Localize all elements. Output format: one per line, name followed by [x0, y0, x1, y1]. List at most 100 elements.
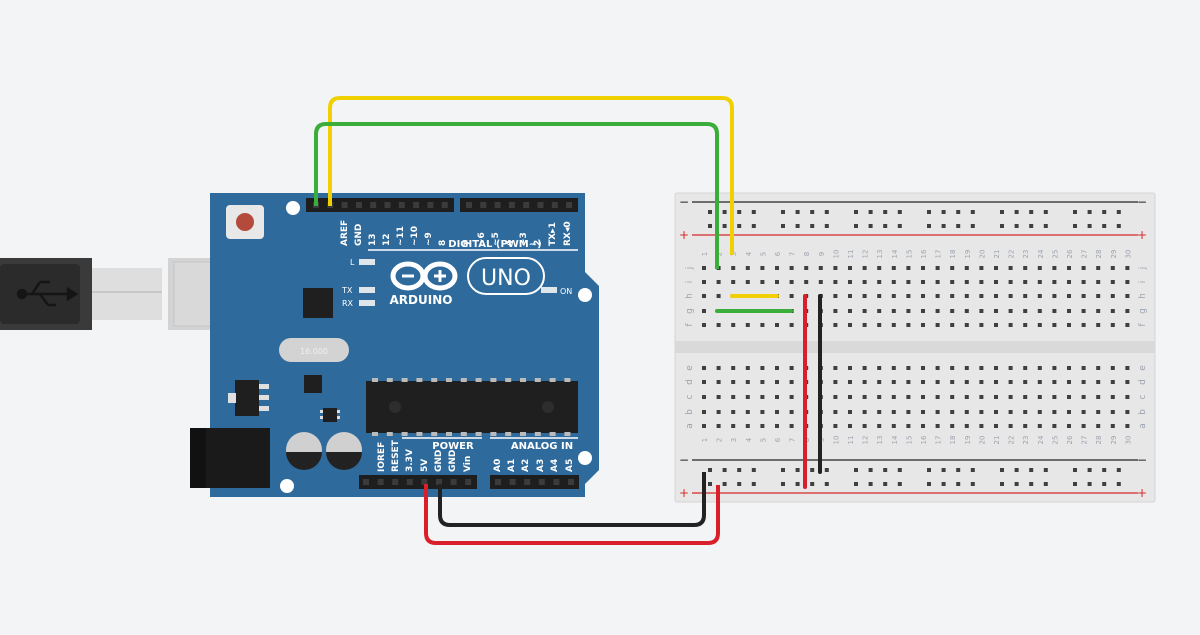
breadboard-hole[interactable]	[702, 294, 706, 298]
breadboard-hole[interactable]	[1023, 424, 1028, 428]
breadboard-hole[interactable]	[1096, 366, 1101, 370]
breadboard-hole[interactable]	[760, 366, 765, 370]
breadboard-hole[interactable]	[877, 410, 882, 414]
green-wire[interactable]	[314, 122, 719, 269]
header-pin-hole[interactable]	[480, 202, 487, 208]
breadboard-hole[interactable]	[1125, 380, 1130, 384]
breadboard-hole[interactable]	[716, 366, 721, 370]
breadboard-hole[interactable]	[1110, 380, 1115, 384]
breadboard-hole[interactable]	[702, 280, 706, 284]
breadboard-hole[interactable]	[964, 366, 969, 370]
breadboard-hole[interactable]	[906, 266, 911, 270]
breadboard-hole[interactable]	[877, 380, 882, 384]
header-pin-hole[interactable]	[450, 479, 457, 485]
breadboard-hole[interactable]	[862, 309, 867, 313]
breadboard-hole[interactable]	[1081, 380, 1086, 384]
breadboard-hole[interactable]	[1037, 410, 1042, 414]
breadboard-hole[interactable]	[804, 266, 809, 270]
breadboard-hole[interactable]	[1052, 323, 1057, 327]
breadboard-hole[interactable]	[1023, 266, 1028, 270]
header-pin-hole[interactable]	[494, 202, 501, 208]
breadboard-hole[interactable]	[731, 366, 736, 370]
breadboard-hole[interactable]	[848, 280, 852, 284]
breadboard-hole[interactable]	[1110, 424, 1115, 428]
breadboard-hole[interactable]	[745, 366, 750, 370]
breadboard-hole[interactable]	[1052, 266, 1057, 270]
breadboard-hole[interactable]	[950, 266, 955, 270]
rail-hole[interactable]	[883, 468, 888, 472]
rail-hole[interactable]	[1073, 210, 1077, 214]
rail-hole[interactable]	[824, 210, 829, 214]
breadboard-hole[interactable]	[1023, 366, 1028, 370]
breadboard-hole[interactable]	[891, 380, 896, 384]
rail-hole[interactable]	[956, 210, 961, 214]
rail-hole[interactable]	[897, 224, 902, 228]
rail-hole[interactable]	[956, 224, 961, 228]
rail-hole[interactable]	[854, 210, 858, 214]
breadboard-hole[interactable]	[906, 294, 911, 298]
breadboard-hole[interactable]	[1008, 380, 1013, 384]
breadboard-hole[interactable]	[702, 323, 706, 327]
header-pin-hole[interactable]	[566, 202, 573, 208]
breadboard-hole[interactable]	[1096, 410, 1101, 414]
breadboard-hole[interactable]	[1023, 280, 1028, 284]
breadboard-hole[interactable]	[760, 323, 765, 327]
breadboard-hole[interactable]	[1096, 266, 1101, 270]
rail-hole[interactable]	[883, 482, 888, 486]
rail-hole[interactable]	[1014, 482, 1019, 486]
header-pin-hole[interactable]	[384, 202, 391, 208]
breadboard-hole[interactable]	[950, 395, 955, 399]
breadboard-hole[interactable]	[818, 266, 823, 270]
breadboard-hole[interactable]	[1096, 395, 1101, 399]
header-pin-hole[interactable]	[427, 202, 434, 208]
breadboard-hole[interactable]	[964, 323, 969, 327]
header-pin-hole[interactable]	[413, 202, 420, 208]
breadboard-hole[interactable]	[1110, 366, 1115, 370]
rail-hole[interactable]	[781, 468, 785, 472]
rail-hole[interactable]	[1029, 224, 1034, 228]
rail-hole[interactable]	[956, 482, 961, 486]
breadboard-hole[interactable]	[891, 280, 896, 284]
breadboard-hole[interactable]	[1125, 294, 1130, 298]
header-pin-hole[interactable]	[370, 202, 377, 208]
breadboard-hole[interactable]	[877, 366, 882, 370]
header-pin-hole[interactable]	[508, 202, 515, 208]
breadboard-hole[interactable]	[1037, 424, 1042, 428]
rail-hole[interactable]	[868, 224, 873, 228]
rail-hole[interactable]	[824, 224, 829, 228]
breadboard-hole[interactable]	[1096, 294, 1101, 298]
breadboard-hole[interactable]	[994, 309, 998, 313]
breadboard-hole[interactable]	[731, 424, 736, 428]
breadboard-hole[interactable]	[833, 380, 838, 384]
breadboard-hole[interactable]	[1037, 309, 1042, 313]
breadboard-hole[interactable]	[702, 266, 706, 270]
breadboard-hole[interactable]	[833, 266, 838, 270]
breadboard-hole[interactable]	[1096, 280, 1101, 284]
breadboard-hole[interactable]	[848, 366, 852, 370]
breadboard-hole[interactable]	[775, 280, 779, 284]
header-pin-hole[interactable]	[341, 202, 348, 208]
breadboard-hole[interactable]	[862, 395, 867, 399]
breadboard-hole[interactable]	[848, 395, 852, 399]
rail-hole[interactable]	[1043, 210, 1048, 214]
breadboard-hole[interactable]	[1023, 309, 1028, 313]
breadboard-hole[interactable]	[848, 410, 852, 414]
breadboard-hole[interactable]	[833, 395, 838, 399]
rail-hole[interactable]	[1043, 482, 1048, 486]
header-pin-hole[interactable]	[495, 479, 501, 485]
breadboard-hole[interactable]	[906, 323, 911, 327]
breadboard-hole[interactable]	[921, 294, 925, 298]
breadboard-hole[interactable]	[1008, 410, 1013, 414]
breadboard-hole[interactable]	[1125, 309, 1130, 313]
header-pin-hole[interactable]	[509, 479, 516, 485]
breadboard[interactable]: − − + + − − + + 112233445566778899101011…	[674, 192, 1156, 503]
breadboard-hole[interactable]	[979, 266, 984, 270]
breadboard-hole[interactable]	[1125, 410, 1130, 414]
breadboard-hole[interactable]	[833, 294, 838, 298]
breadboard-hole[interactable]	[921, 280, 925, 284]
breadboard-hole[interactable]	[775, 266, 779, 270]
breadboard-hole[interactable]	[745, 410, 750, 414]
breadboard-hole[interactable]	[848, 380, 852, 384]
breadboard-hole[interactable]	[789, 266, 794, 270]
breadboard-hole[interactable]	[1037, 266, 1042, 270]
